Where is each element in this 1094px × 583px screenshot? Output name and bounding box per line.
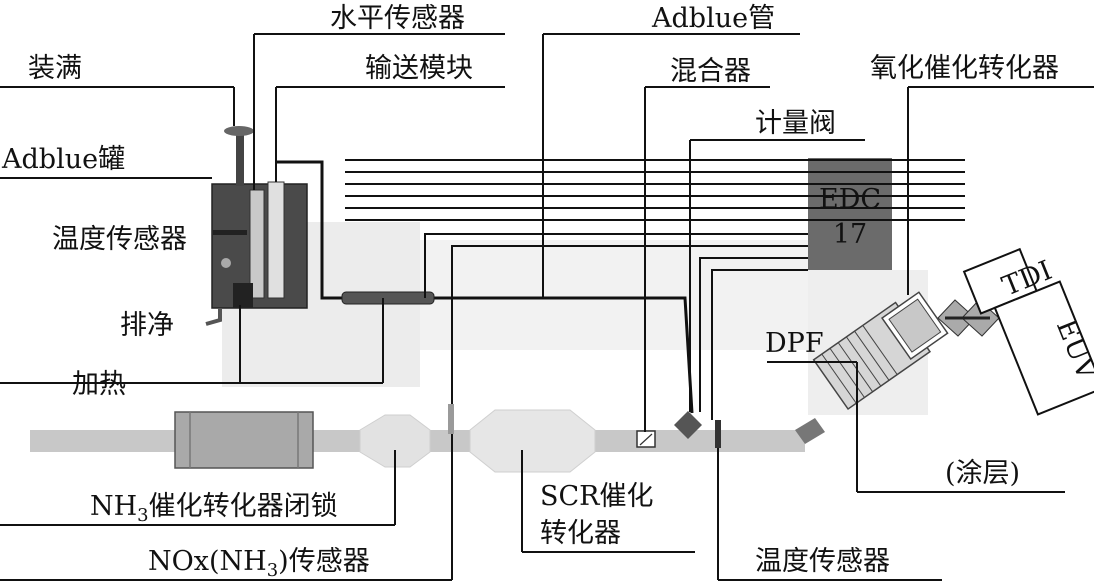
small-connector <box>795 418 825 444</box>
tank-temp-sensor <box>213 230 247 235</box>
label-nh3-catalyst: NH3催化转化器闭锁 <box>90 491 338 526</box>
edc-box <box>808 158 892 270</box>
label-nh3-prefix: NH <box>90 491 137 522</box>
label-adblue-tank: Adblue罐 <box>1 144 125 175</box>
label-nox-sensor: NOx(NH3)传感器 <box>148 546 370 581</box>
label-nh3-sub: 3 <box>137 505 148 526</box>
label-dosing-valve: 计量阀 <box>755 108 836 139</box>
label-edc-line1: EDC <box>819 184 881 215</box>
label-temp-sensor-tank: 温度传感器 <box>52 224 187 255</box>
filler-neck <box>236 134 244 186</box>
label-drain: 排净 <box>120 310 174 341</box>
label-nox-prefix: NOx <box>148 546 209 577</box>
ecu-line-2 <box>451 245 808 404</box>
oxidation-catalyst-core <box>888 298 942 353</box>
label-level-sensor: 水平传感器 <box>330 3 465 34</box>
label-nox-suffix: )传感器 <box>278 546 370 577</box>
label-nox-mid: (NH <box>209 546 267 577</box>
label-coating: (涂层) <box>945 458 1020 489</box>
ecu-line-4 <box>711 269 808 420</box>
dosing-valve <box>674 411 702 439</box>
label-dpf: DPF <box>765 328 824 359</box>
delivery-module-unit <box>267 181 285 299</box>
label-scr-line1: SCR催化 <box>540 481 653 512</box>
tank-indicator-dot <box>221 258 231 268</box>
label-heating: 加热 <box>72 369 126 400</box>
level-sensor-rod <box>249 189 265 299</box>
label-adblue-pipe: Adblue管 <box>651 3 775 34</box>
label-nh3-suffix: 催化转化器闭锁 <box>149 491 338 522</box>
label-nox-sub: 3 <box>267 560 278 581</box>
ecu-line-3 <box>699 257 808 412</box>
dpf-oxidation-catalyst <box>812 291 949 411</box>
filler-cap <box>224 126 254 136</box>
inline-filter <box>341 291 435 305</box>
euv-box <box>993 280 1094 416</box>
label-delivery-module: 输送模块 <box>365 53 473 84</box>
label-oxidation-catalyst: 氧化催化转化器 <box>870 53 1059 84</box>
heater-element <box>233 283 253 308</box>
scr-catalyst-body <box>469 409 596 473</box>
nh3-catalyst-body <box>174 411 314 469</box>
label-full: 装满 <box>28 53 82 84</box>
label-edc-line2: 17 <box>833 219 867 250</box>
mixer-vane <box>639 433 653 446</box>
engine-block <box>962 247 1094 416</box>
control-area-panel <box>420 240 808 350</box>
cone-joint-1 <box>359 414 431 468</box>
ecu-line-1 <box>424 233 808 298</box>
label-scr-line2: 转化器 <box>540 518 621 549</box>
adblue-line <box>276 160 694 414</box>
nox-sensor <box>448 404 454 434</box>
label-mixer: 混合器 <box>670 56 751 87</box>
drain-pipe <box>205 308 222 326</box>
exhaust-temp-sensor <box>715 420 721 448</box>
label-temp-sensor-exhaust: 温度传感器 <box>755 546 890 577</box>
